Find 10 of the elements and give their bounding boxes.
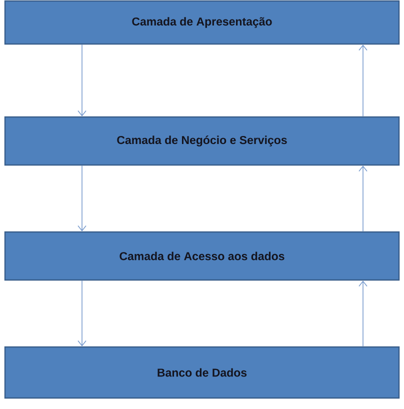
layer-box: Camada de Acesso aos dados [4, 231, 400, 281]
arrow [358, 166, 368, 232]
arrow [78, 280, 86, 346]
layer-box: Camada de Negócio e Serviços [4, 116, 400, 166]
arrow [78, 44, 86, 116]
arrow [78, 165, 86, 232]
layer-box: Camada de Apresentação [4, 0, 400, 45]
layer-box: Banco de Dados [4, 346, 400, 399]
arrow [358, 44, 368, 117]
arrow [358, 280, 368, 347]
